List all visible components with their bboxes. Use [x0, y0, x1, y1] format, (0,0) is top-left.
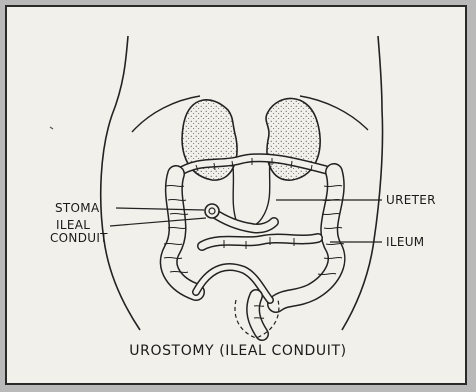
label-stoma: STOMA — [55, 201, 99, 215]
ileal-conduit-leader — [110, 218, 206, 226]
torso-outline — [101, 36, 140, 330]
torso-outline — [342, 36, 383, 330]
right-ureter — [250, 160, 270, 226]
stoma — [205, 204, 219, 218]
label-ileal-conduit-line1: ILEAL — [56, 218, 90, 232]
figure-caption: UROSTOMY (ILEAL CONDUIT) — [0, 343, 476, 359]
label-ileum: ILEUM — [386, 235, 424, 249]
label-ileal-conduit-line2: CONDUIT — [50, 231, 108, 245]
stoma-leader — [116, 208, 204, 210]
label-ureter: URETER — [386, 193, 436, 207]
